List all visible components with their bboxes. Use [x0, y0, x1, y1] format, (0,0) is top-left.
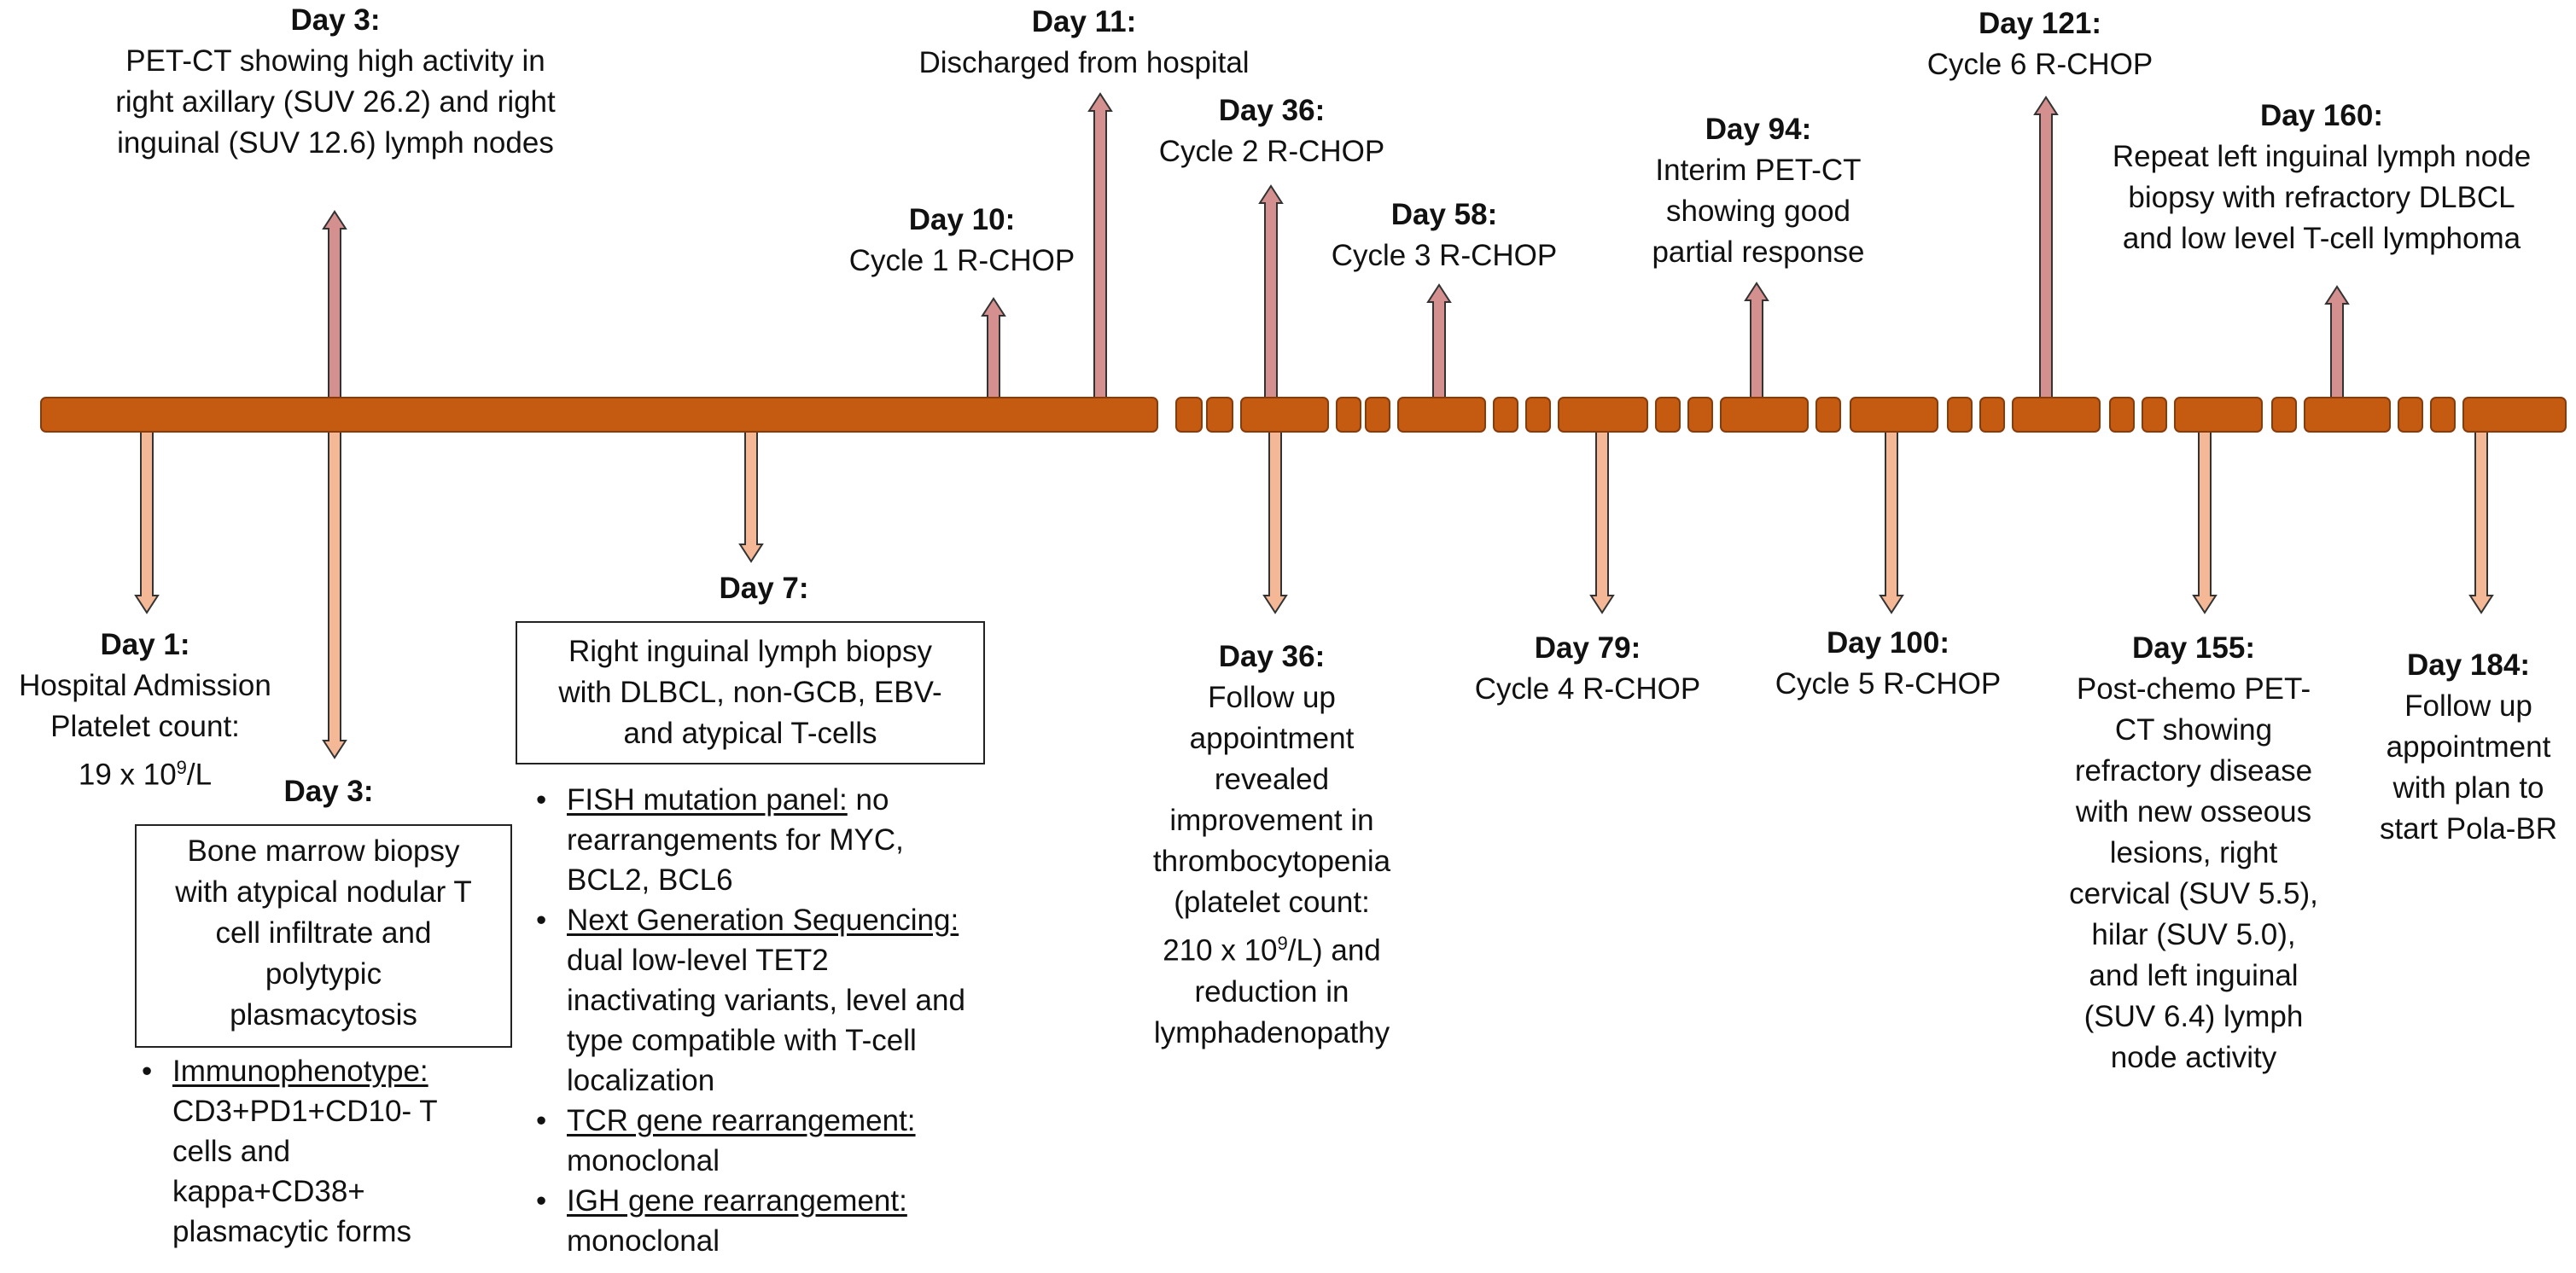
- timeline-segment-13: [1815, 397, 1841, 433]
- timeline-segment-5: [1365, 397, 1390, 433]
- event-day36-top: Day 36: Cycle 2 R-CHOP: [1158, 94, 1385, 168]
- timeline-segment-16: [1979, 397, 2005, 433]
- timeline-segment-22: [2304, 397, 2391, 433]
- timeline-segment-23: [2398, 397, 2423, 433]
- timeline-segment-1: [1175, 397, 1203, 433]
- event-day1: Day 1: Hospital Admission Platelet count…: [0, 625, 290, 796]
- arrow-down-6: [2192, 431, 2218, 614]
- event-day11: Day 11: Discharged from hospital: [918, 5, 1250, 79]
- timeline-segment-24: [2430, 397, 2456, 433]
- arrow-down-4: [1589, 431, 1615, 614]
- event-day121: Day 121: Cycle 6 R-CHOP: [1926, 7, 2153, 81]
- timeline-segment-4: [1336, 397, 1361, 433]
- lymph-biopsy-box: Right inguinal lymph biopsy with DLBCL, …: [516, 621, 985, 764]
- event-day3-top: Day 3: PET-CT showing high activity in r…: [115, 3, 556, 160]
- event-day7-heading: Day 7:: [719, 572, 809, 605]
- event-day184: Day 184: Follow up appointment with plan…: [2379, 648, 2558, 846]
- timeline-segment-17: [2012, 397, 2101, 433]
- bone-marrow-biopsy-box: Bone marrow biopsy with atypical nodular…: [135, 824, 512, 1048]
- event-day100: Day 100: Cycle 5 R-CHOP: [1775, 626, 2002, 700]
- timeline-segment-7: [1493, 397, 1518, 433]
- platelet-count-value: 19 x 109/L: [78, 757, 213, 792]
- arrow-up-7: [2324, 285, 2350, 398]
- timeline-segment-18: [2109, 397, 2135, 433]
- arrow-up-0: [322, 210, 347, 398]
- list-item: FISH mutation panel: no rearrangements f…: [529, 780, 1041, 900]
- arrow-up-6: [2033, 96, 2059, 398]
- timeline-segment-8: [1525, 397, 1551, 433]
- timeline-segment-3: [1240, 397, 1329, 433]
- list-item: Next Generation Sequencing: dual low-lev…: [529, 900, 1041, 1101]
- timeline-segment-2: [1206, 397, 1233, 433]
- list-item: IGH gene rearrangement: monoclonal: [529, 1181, 1041, 1261]
- arrow-down-7: [2468, 431, 2494, 614]
- arrow-up-1: [981, 297, 1006, 398]
- timeline-segment-12: [1720, 397, 1809, 433]
- event-day94: Day 94: Interim PET-CT showing good part…: [1652, 113, 1865, 269]
- event-day79: Day 79: Cycle 4 R-CHOP: [1474, 631, 1701, 706]
- timeline-segment-11: [1687, 397, 1713, 433]
- list-item: TCR gene rearrangement: monoclonal: [529, 1101, 1041, 1181]
- event-day3-bottom-heading: Day 3:: [283, 775, 374, 808]
- arrow-down-1: [322, 431, 347, 759]
- arrow-up-3: [1258, 184, 1284, 398]
- event-day58: Day 58: Cycle 3 R-CHOP: [1331, 198, 1558, 272]
- event-day10: Day 10: Cycle 1 R-CHOP: [848, 203, 1075, 277]
- timeline-segment-15: [1947, 397, 1973, 433]
- timeline-segment-25: [2462, 397, 2567, 433]
- arrow-up-4: [1426, 283, 1452, 398]
- timeline-segment-0: [40, 397, 1158, 433]
- arrow-down-3: [1262, 431, 1288, 614]
- timeline-segment-14: [1850, 397, 1938, 433]
- event-day155: Day 155: Post-chemo PET- CT showing refr…: [2069, 631, 2318, 1074]
- timeline-segment-20: [2174, 397, 2263, 433]
- day3-bullet-list: Immunophenotype: CD3+PD1+CD10- T cells a…: [135, 1051, 493, 1252]
- event-day160: Day 160: Repeat left inguinal lymph node…: [2112, 99, 2532, 255]
- arrow-down-5: [1879, 431, 1904, 614]
- arrow-down-2: [738, 431, 764, 563]
- arrow-up-2: [1087, 92, 1113, 398]
- day7-bullet-list: FISH mutation panel: no rearrangements f…: [529, 780, 1041, 1261]
- timeline-segment-19: [2142, 397, 2167, 433]
- arrow-up-5: [1744, 282, 1769, 398]
- timeline-segment-21: [2271, 397, 2297, 433]
- timeline-segment-10: [1655, 397, 1681, 433]
- timeline-segment-6: [1397, 397, 1486, 433]
- timeline-segment-9: [1558, 397, 1648, 433]
- event-day36-bottom: Day 36: Follow up appointment revealed i…: [1152, 640, 1391, 1049]
- list-item: Immunophenotype: CD3+PD1+CD10- T cells a…: [135, 1051, 493, 1252]
- arrow-down-0: [134, 431, 160, 614]
